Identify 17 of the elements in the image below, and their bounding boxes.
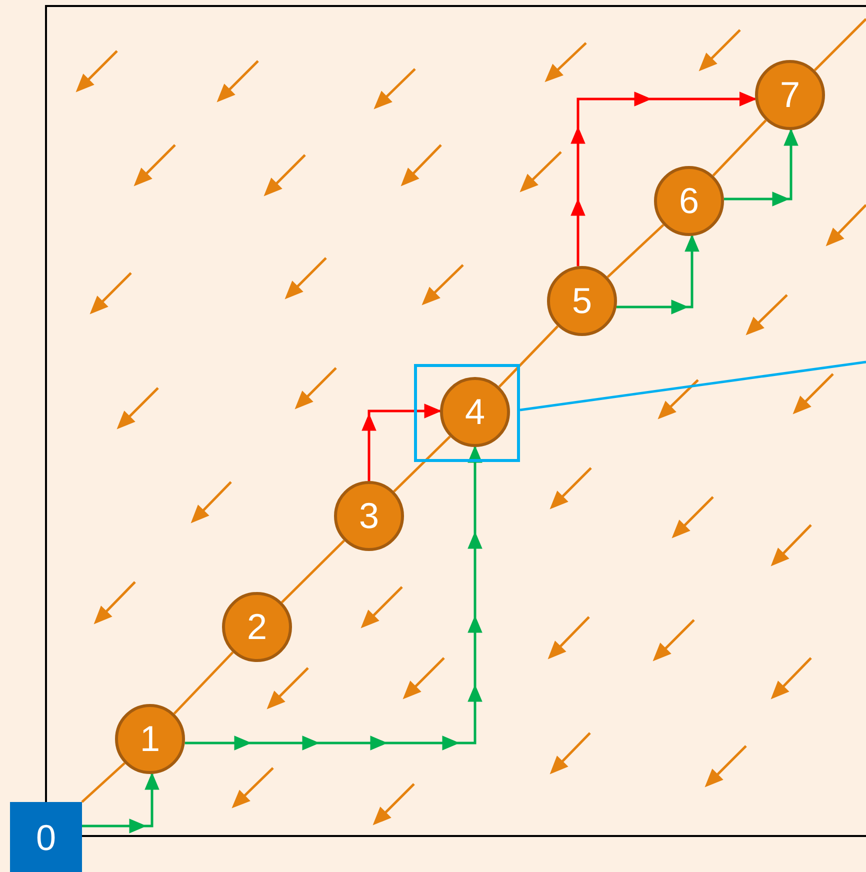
step-arrow (615, 234, 700, 314)
step-arrow (571, 92, 756, 268)
step-arrow (722, 128, 798, 206)
connector-line (712, 119, 767, 177)
step-arrow (184, 446, 482, 750)
connector-line (814, 18, 866, 72)
connector-line (606, 224, 664, 278)
start-box: 0 (10, 802, 82, 872)
connector-line (81, 762, 126, 803)
step-arrow (80, 772, 160, 834)
connector-line (173, 651, 234, 715)
connector-line (498, 325, 559, 388)
highlight-box (414, 364, 520, 462)
step-arrow (362, 404, 442, 482)
connector-line (393, 436, 451, 492)
leader-line (520, 360, 866, 412)
connector-line (280, 540, 346, 604)
